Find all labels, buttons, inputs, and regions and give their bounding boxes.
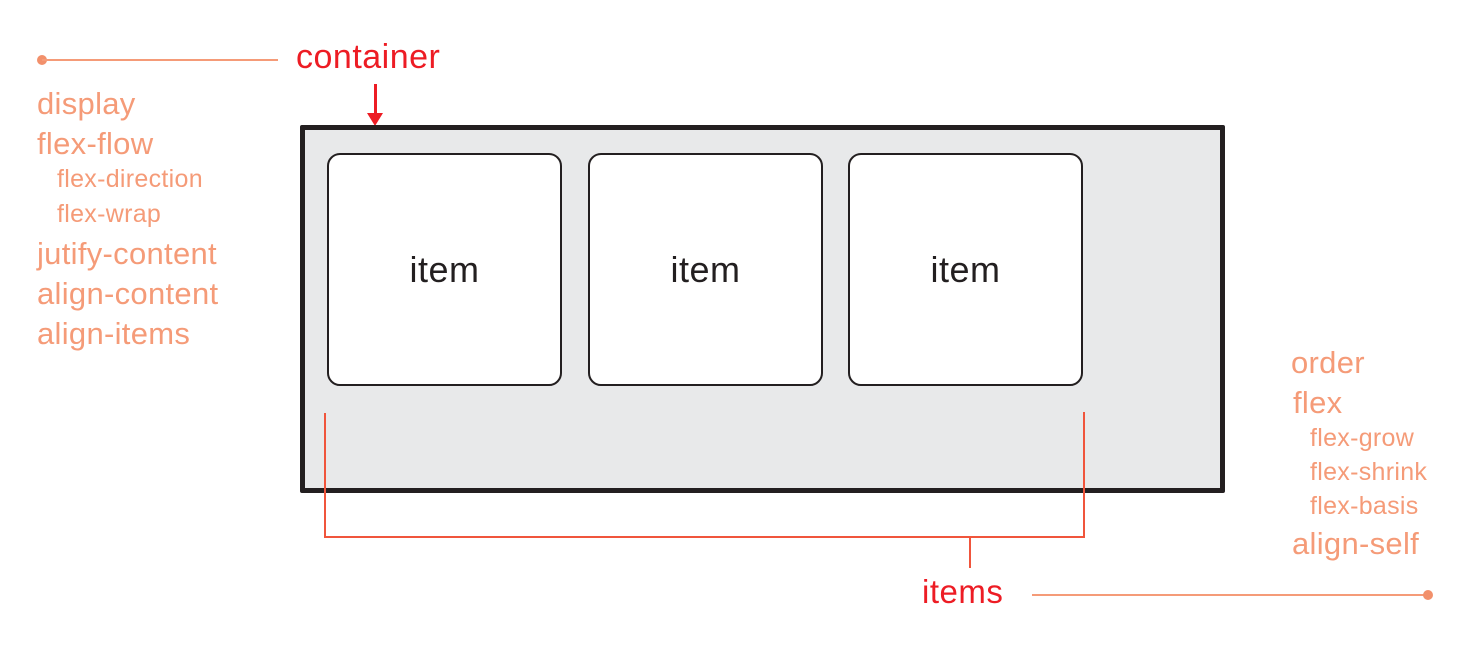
leader-line-container — [42, 59, 278, 61]
container-property-align-items: align-items — [37, 316, 191, 351]
item-property-flex-grow: flex-grow — [1310, 424, 1415, 452]
container-label: container — [296, 38, 441, 76]
item-property-flex: flex — [1293, 385, 1343, 420]
items-bracket-drop — [969, 538, 971, 568]
flex-item-label: item — [409, 248, 480, 290]
container-property-flex-flow: flex-flow — [37, 126, 154, 161]
container-property-align-content: align-content — [37, 276, 219, 311]
items-bracket-left-leg — [324, 413, 326, 538]
item-property-order: order — [1291, 345, 1365, 380]
flex-item-box: item — [327, 153, 562, 386]
flex-item-box: item — [588, 153, 823, 386]
item-property-flex-shrink: flex-shrink — [1310, 458, 1428, 486]
container-property-display: display — [37, 86, 136, 121]
flex-item-label: item — [670, 248, 741, 290]
item-property-align-self: align-self — [1292, 526, 1420, 561]
items-bracket-bottom — [324, 536, 1085, 538]
leader-dot-right-icon — [1423, 590, 1433, 600]
items-bracket-right-leg — [1083, 412, 1085, 538]
flex-item-label: item — [930, 248, 1001, 290]
items-label: items — [922, 573, 1004, 610]
container-property-flex-direction: flex-direction — [57, 165, 203, 193]
container-property-jutify-content: jutify-content — [37, 236, 217, 271]
container-arrow-shaft-icon — [374, 84, 377, 116]
item-property-flex-basis: flex-basis — [1310, 492, 1419, 520]
flex-item-box: item — [848, 153, 1083, 386]
container-property-flex-wrap: flex-wrap — [57, 200, 162, 228]
container-arrow-down-icon — [367, 113, 383, 126]
leader-line-items — [1032, 594, 1424, 596]
